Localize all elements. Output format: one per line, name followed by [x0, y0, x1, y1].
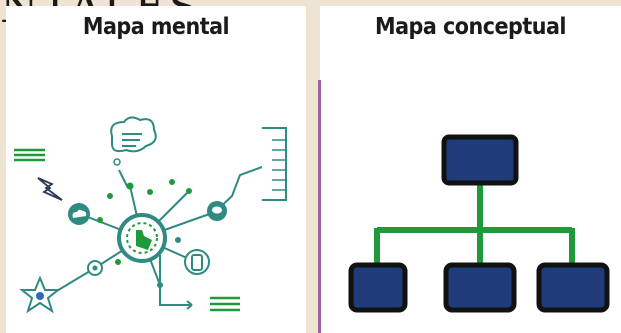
- target-icon: [87, 260, 103, 276]
- chat-icon: [207, 201, 227, 221]
- list-icon: [14, 148, 45, 162]
- panel-divider: [318, 80, 321, 333]
- document-icon: [262, 127, 287, 201]
- concept-map-title: Mapa conceptual: [374, 14, 567, 40]
- concept-node-root: [441, 134, 519, 186]
- concept-node-center: [443, 262, 517, 313]
- concept-node-left: [348, 262, 408, 313]
- mind-map-title: Mapa mental: [82, 14, 230, 40]
- phone-icon: [184, 249, 210, 275]
- arrow-list-icon: [186, 296, 240, 312]
- concept-node-right: [536, 262, 610, 313]
- star-icon: [19, 275, 61, 314]
- speech-bubble-icon: [110, 116, 157, 166]
- touch-hand-icon: [117, 213, 167, 263]
- cloud-icon: [68, 203, 90, 225]
- lightning-icon: [37, 177, 63, 201]
